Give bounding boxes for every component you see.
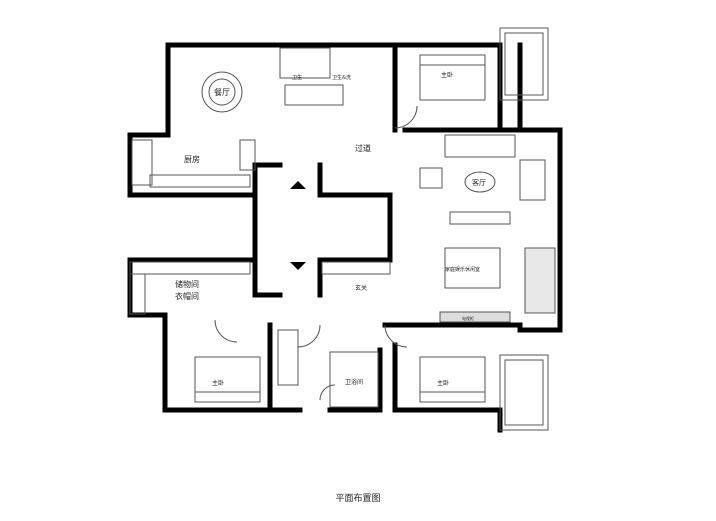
room-bedroom-bottom-left: 主卧	[212, 379, 224, 387]
room-bath-bottom: 卫浴间	[345, 378, 363, 386]
room-bath-top-right: 卫生&洗	[332, 74, 351, 81]
room-family: 家庭娱乐休闲室	[445, 266, 480, 273]
room-corridor: 过道	[355, 143, 371, 153]
plan-caption: 平面布置图	[335, 494, 381, 504]
arrows	[290, 181, 306, 270]
room-storage-line1: 储物间	[175, 279, 199, 289]
room-bedroom-bottom-right: 主卧	[437, 379, 449, 387]
room-storage-line2: 衣帽间	[175, 291, 199, 301]
room-labels: 餐厅 厨房 卫生 卫生&洗 主卧 过道 客厅 储物间 衣帽间 玄关 家庭娱乐休闲…	[175, 71, 486, 387]
walls	[127, 42, 563, 433]
room-kitchen: 厨房	[184, 154, 200, 164]
room-dining: 餐厅	[214, 88, 230, 97]
room-master-bedroom-top: 主卧	[441, 71, 453, 79]
room-bath-top-left: 卫生	[292, 74, 302, 81]
room-living: 客厅	[472, 178, 486, 187]
room-tv-cabinet: 电视柜	[462, 315, 474, 321]
thin-lines	[129, 27, 556, 431]
room-entrance: 玄关	[355, 284, 367, 292]
